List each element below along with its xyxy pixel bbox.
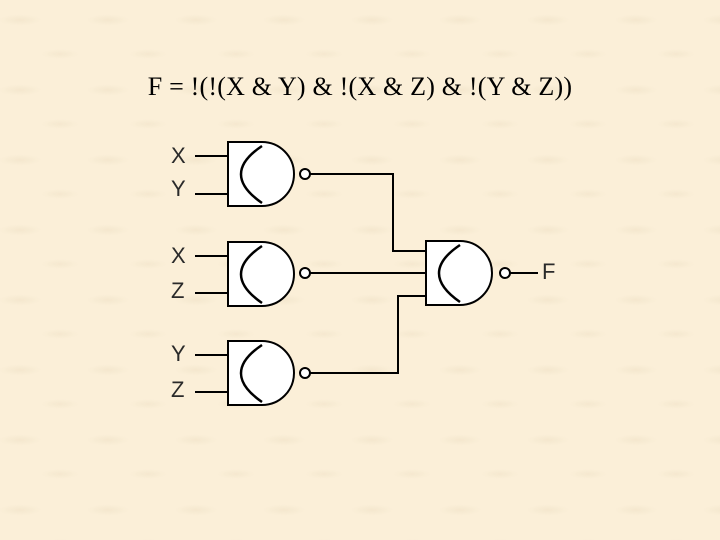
nand-gate-2-inner-arc xyxy=(239,244,263,305)
nand-gate-output xyxy=(425,240,511,306)
nand-gate-2-bubble xyxy=(299,267,311,279)
nand-gate-3-inner-arc xyxy=(239,343,263,404)
nand-gate-1-bubble xyxy=(299,168,311,180)
nand-gate-3-bubble xyxy=(299,367,311,379)
nand-gate-output-bubble xyxy=(499,267,511,279)
input-label-gate3-b: Z xyxy=(171,377,184,402)
output-label: F xyxy=(542,259,555,284)
nand-gate-1 xyxy=(227,141,311,207)
nand-gate-3-body xyxy=(227,340,295,406)
wire-gate1-to-output-gate xyxy=(310,173,425,252)
input-label-gate2-b: Z xyxy=(171,278,184,303)
wire-gate3-to-output-gate xyxy=(310,295,425,374)
nand-gate-3 xyxy=(227,340,311,406)
nand-gate-1-inner-arc xyxy=(239,144,263,205)
input-label-gate1-a: X xyxy=(171,143,186,168)
nand-gate-2-body xyxy=(227,241,295,307)
nand-gate-1-body xyxy=(227,141,295,207)
input-label-gate2-a: X xyxy=(171,243,186,268)
formula-title: F = !(!(X & Y) & !(X & Z) & !(Y & Z)) xyxy=(147,72,573,101)
nand-gate-output-inner-arc xyxy=(437,243,461,304)
nand-gate-output-body xyxy=(425,240,493,306)
nand-gate-2 xyxy=(227,241,311,307)
input-label-gate1-b: Y xyxy=(171,176,186,201)
input-label-gate3-a: Y xyxy=(171,341,186,366)
